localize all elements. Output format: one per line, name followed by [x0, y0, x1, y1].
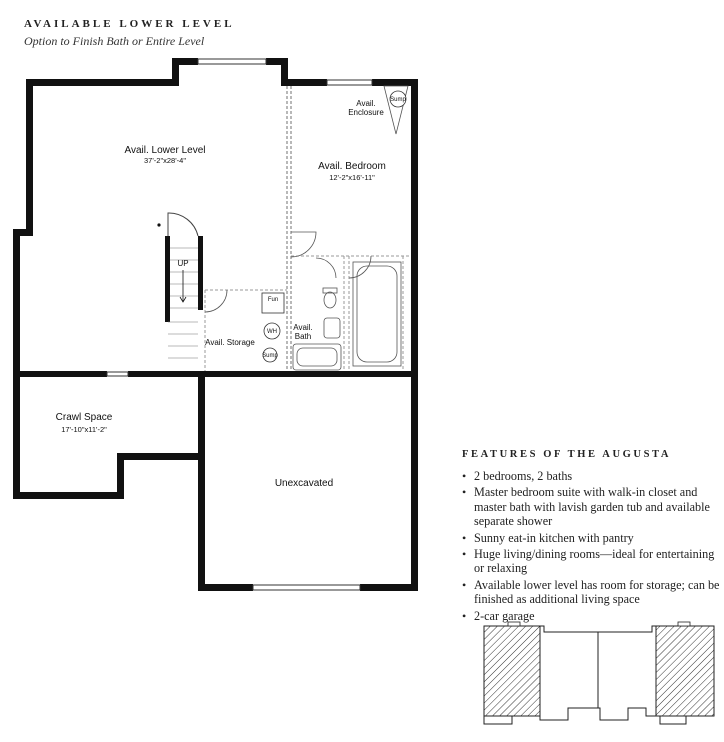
room-labels: Avail. Lower Level 37'-2"x28'-4" Avail. …: [56, 97, 407, 489]
room-label-crawl-space: Crawl Space: [56, 412, 113, 423]
feature-item: Huge living/dining rooms—ideal for enter…: [462, 547, 720, 576]
page-subtitle: Option to Finish Bath or Entire Level: [24, 34, 205, 48]
room-label-bath-line1: Avail.: [293, 323, 312, 332]
furnace-label: Fun: [268, 297, 278, 303]
feature-item: Available lower level has room for stora…: [462, 578, 720, 607]
room-label-bath-line2: Bath: [295, 332, 311, 341]
features-panel: FEATURES OF THE AUGUSTA 2 bedrooms, 2 ba…: [462, 449, 720, 625]
room-label-storage: Avail. Storage: [205, 338, 255, 347]
key-plan-unit-right: [655, 625, 715, 717]
furnace-box: [261, 292, 285, 314]
feature-item: Master bedroom suite with walk-in closet…: [462, 485, 720, 528]
sump-storage-label: Sump: [262, 353, 278, 359]
bath-fixtures: [292, 261, 402, 371]
stairs: [157, 212, 203, 359]
feature-item: 2 bedrooms, 2 baths: [462, 469, 720, 484]
room-label-unexcavated: Unexcavated: [275, 478, 333, 489]
windows: [106, 58, 373, 591]
features-list: 2 bedrooms, 2 baths Master bedroom suite…: [462, 469, 720, 623]
key-plan-diagram: [483, 621, 715, 725]
feature-item: Sunny eat-in kitchen with pantry: [462, 531, 720, 546]
room-dims-crawl-space: 17'-10"x11'-2": [61, 425, 107, 434]
room-label-enclosure-line1: Avail.: [356, 99, 375, 108]
sump-pit-enclosure-symbol: [389, 90, 407, 108]
water-heater-symbol: [263, 322, 281, 340]
exterior-walls: [13, 58, 418, 591]
feature-item: 2-car garage: [462, 609, 720, 624]
stair-up-label: UP: [177, 259, 188, 268]
utility-fixtures: [261, 90, 407, 363]
room-label-lower-level: Avail. Lower Level: [125, 145, 206, 156]
water-heater-label: WH: [267, 329, 277, 335]
features-title: FEATURES OF THE AUGUSTA: [462, 449, 672, 460]
page-title: AVAILABLE LOWER LEVEL: [24, 18, 235, 30]
key-plan-unit-left: [483, 625, 541, 717]
room-label-enclosure-line2: Enclosure: [348, 108, 384, 117]
room-dims-bedroom: 12'-2"x16'-11": [329, 173, 375, 182]
sump-pit-symbol: [262, 347, 278, 363]
door-swings: [204, 85, 409, 313]
room-label-bedroom: Avail. Bedroom: [318, 161, 386, 172]
interior-walls: [204, 86, 411, 371]
room-dims-lower-level: 37'-2"x28'-4": [144, 156, 186, 165]
sump-enclosure-label: Sump: [390, 97, 406, 103]
